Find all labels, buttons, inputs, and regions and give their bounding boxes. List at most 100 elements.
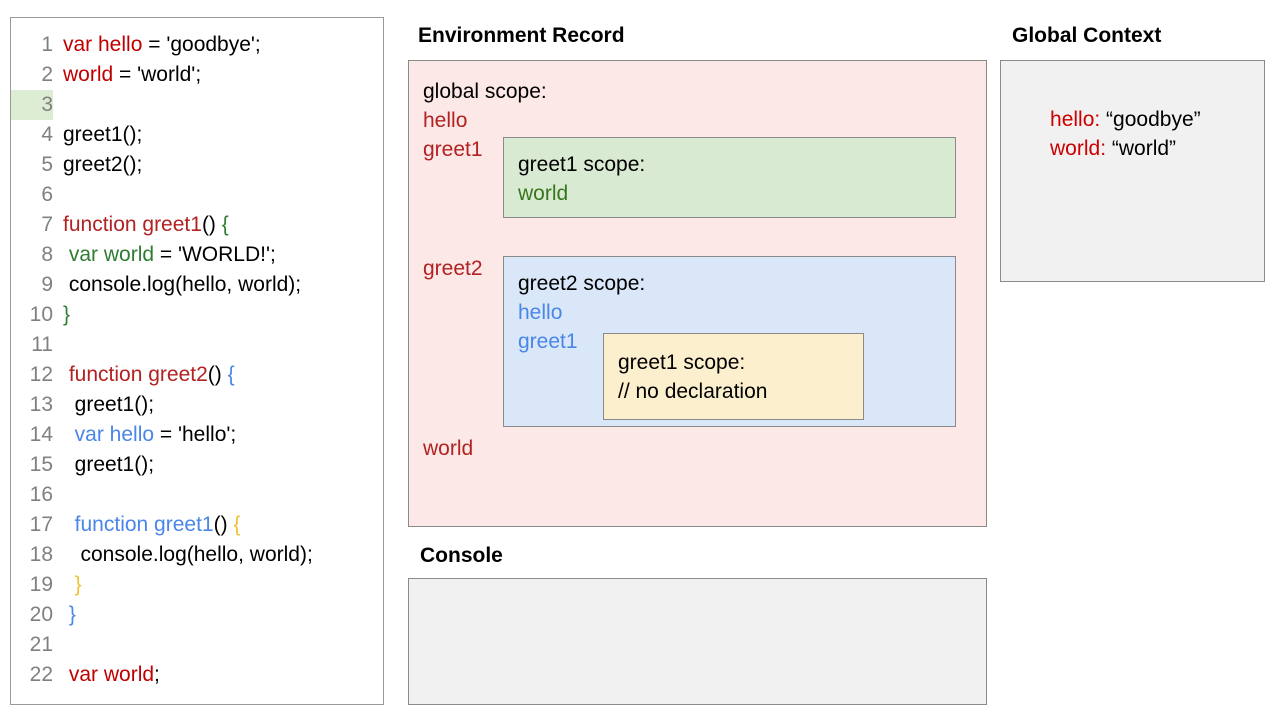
global-context-title: Global Context xyxy=(1012,24,1162,47)
line-number: 17 xyxy=(29,513,53,536)
global-context-value-world: “world” xyxy=(1106,137,1177,160)
line-number: 9 xyxy=(41,273,53,296)
code-token: = 'goodbye'; xyxy=(142,33,261,56)
code-line[interactable]: 6 xyxy=(11,180,383,210)
greet1-scope-heading: greet1 scope: xyxy=(518,153,646,176)
global-context-entry-hello: hello: “goodbye” xyxy=(1015,76,1201,163)
line-number: 6 xyxy=(41,183,53,206)
code-token: var hello xyxy=(63,33,143,56)
code-token: () xyxy=(207,363,228,386)
code-line-text: world = 'world'; xyxy=(53,60,201,90)
code-line[interactable]: 18 console.log(hello, world); xyxy=(11,540,383,570)
line-number: 13 xyxy=(29,393,53,416)
code-line-text: } xyxy=(53,600,76,630)
code-line[interactable]: 9 console.log(hello, world); xyxy=(11,270,383,300)
code-token: = 'hello'; xyxy=(154,423,237,446)
code-token: { xyxy=(227,363,235,386)
code-token: } xyxy=(74,573,82,596)
global-context-entry-world: world: “world” xyxy=(1015,105,1176,192)
code-line[interactable]: 22 var world; xyxy=(11,660,383,690)
code-line[interactable]: 8 var world = 'WORLD!'; xyxy=(11,240,383,270)
code-token: } xyxy=(68,603,76,626)
environment-record-title: Environment Record xyxy=(418,24,625,47)
code-line[interactable]: 15 greet1(); xyxy=(11,450,383,480)
code-line-text: console.log(hello, world); xyxy=(53,270,301,300)
code-line[interactable]: 3 xyxy=(11,90,383,120)
console-output-box[interactable] xyxy=(408,578,987,705)
global-context-box: hello: “goodbye” world: “world” xyxy=(1000,60,1265,282)
code-token: () xyxy=(201,213,222,236)
code-line[interactable]: 10} xyxy=(11,300,383,330)
code-token xyxy=(63,423,75,446)
line-number: 20 xyxy=(29,603,53,626)
code-token: { xyxy=(221,213,229,236)
global-scope-var-greet2: greet2 xyxy=(423,257,483,280)
greet2-scope-var-hello: hello xyxy=(518,301,563,324)
code-line[interactable]: 13 greet1(); xyxy=(11,390,383,420)
code-token: greet1(); xyxy=(63,393,155,416)
line-number: 12 xyxy=(29,363,53,386)
code-line[interactable]: 11 xyxy=(11,330,383,360)
greet1-scope-box: greet1 scope: world xyxy=(503,137,956,218)
code-line-text: console.log(hello, world); xyxy=(53,540,313,570)
code-line-text: } xyxy=(53,570,82,600)
greet2-scope-box: greet2 scope: hello greet1 greet1 scope:… xyxy=(503,256,956,427)
line-number: 22 xyxy=(29,663,53,686)
code-line[interactable]: 14 var hello = 'hello'; xyxy=(11,420,383,450)
console-title: Console xyxy=(420,544,503,567)
code-token: = 'WORLD!'; xyxy=(154,243,276,266)
global-scope-var-hello: hello xyxy=(423,109,468,132)
code-token: function greet1 xyxy=(74,513,214,536)
line-number: 18 xyxy=(29,543,53,566)
line-number: 16 xyxy=(29,483,53,506)
global-scope-heading: global scope: xyxy=(423,80,547,103)
code-token: var world xyxy=(68,243,155,266)
greet1-inner-scope-note: // no declaration xyxy=(618,380,768,403)
code-token: function greet2 xyxy=(68,363,208,386)
line-number: 7 xyxy=(41,213,53,236)
greet2-scope-heading: greet2 scope: xyxy=(518,272,646,295)
global-scope-var-world: world xyxy=(423,437,474,460)
line-number: 21 xyxy=(29,633,53,656)
code-token: ; xyxy=(154,663,160,686)
line-number: 10 xyxy=(29,303,53,326)
code-line-text: greet1(); xyxy=(53,390,154,420)
code-token xyxy=(63,573,75,596)
line-number: 11 xyxy=(31,333,53,356)
code-token: { xyxy=(233,513,241,536)
line-number: 3 xyxy=(11,90,53,120)
code-line-text: greet1(); xyxy=(53,120,142,150)
code-line[interactable]: 16 xyxy=(11,480,383,510)
greet1-inner-scope-heading: greet1 scope: xyxy=(618,351,746,374)
code-line[interactable]: 21 xyxy=(11,630,383,660)
greet1-scope-var-world: world xyxy=(518,182,569,205)
line-number: 1 xyxy=(41,33,53,56)
code-token: var world xyxy=(68,663,155,686)
code-line-text: greet1(); xyxy=(53,450,154,480)
code-line-text: var world = 'WORLD!'; xyxy=(53,240,276,270)
code-token: console.log(hello, world); xyxy=(63,273,302,296)
code-token xyxy=(63,513,75,536)
code-token: greet2(); xyxy=(63,153,143,176)
global-scope-var-greet1: greet1 xyxy=(423,138,483,161)
greet1-inner-scope-box: greet1 scope: // no declaration xyxy=(603,333,864,420)
code-line[interactable]: 20 } xyxy=(11,600,383,630)
greet2-scope-var-greet1: greet1 xyxy=(518,330,578,353)
code-line-text: function greet1() { xyxy=(53,210,229,240)
code-line[interactable]: 17 function greet1() { xyxy=(11,510,383,540)
code-token: function greet1 xyxy=(63,213,202,236)
code-line[interactable]: 1 var hello = 'goodbye'; xyxy=(11,30,383,60)
code-line-text: function greet2() { xyxy=(53,360,235,390)
code-line[interactable]: 12 function greet2() { xyxy=(11,360,383,390)
global-context-key-hello: hello: xyxy=(1050,108,1101,131)
code-token: var hello xyxy=(74,423,155,446)
code-line-text: } xyxy=(53,300,70,330)
code-line[interactable]: 19 } xyxy=(11,570,383,600)
